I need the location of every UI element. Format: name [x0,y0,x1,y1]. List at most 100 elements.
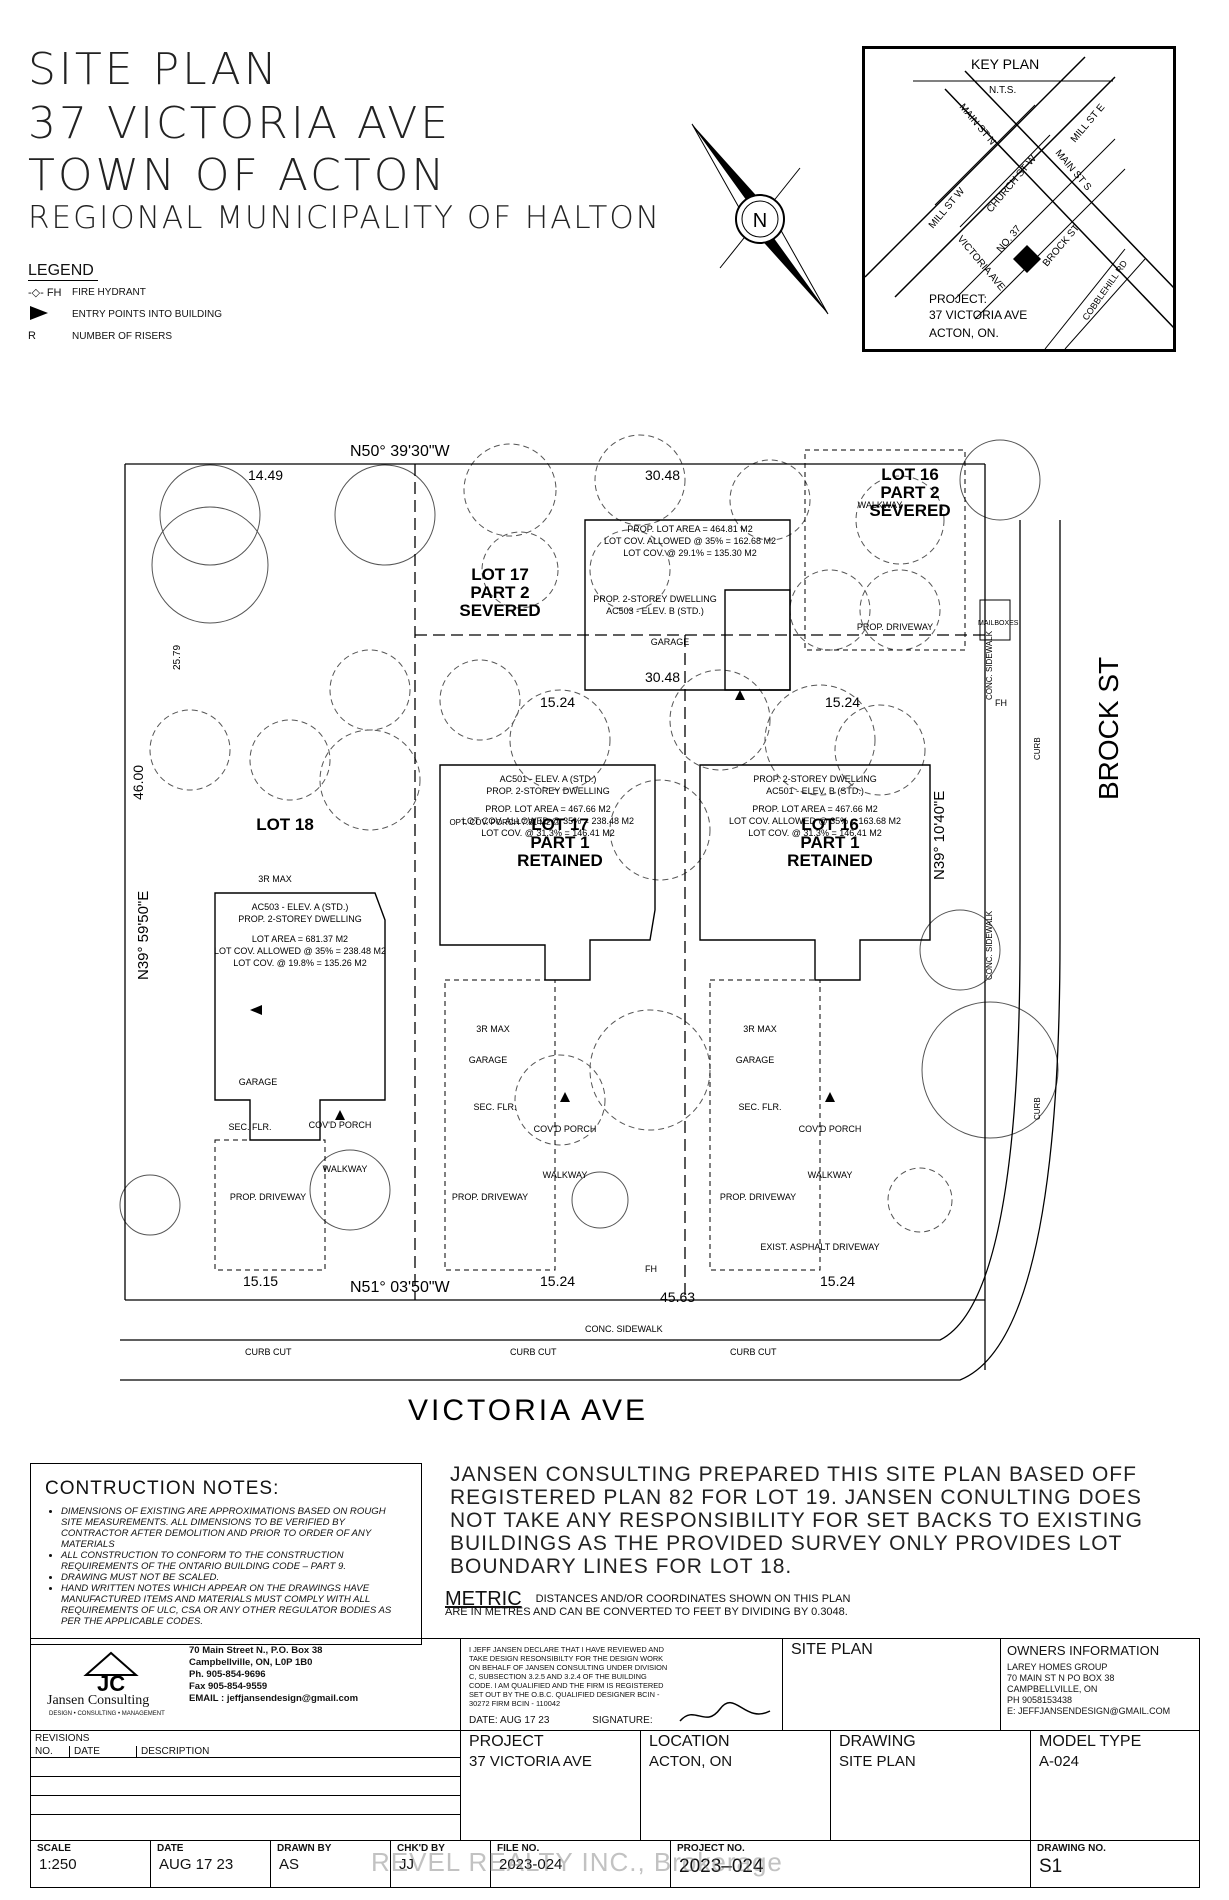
firm-address: Campbellville, ON, L0P 1B0 [189,1657,313,1668]
entry-arrow-icon [560,1092,570,1102]
title-line-3: TOWN OF ACTON [28,150,448,201]
scale-label: SCALE [37,1843,71,1854]
drawing-cell: DRAWING SITE PLAN [831,1731,1031,1841]
drawing-label: DRAWING [839,1733,916,1750]
garage-label: GARAGE [239,1077,278,1087]
legend-heading: LEGEND [28,262,98,281]
lot-label: SEVERED [459,601,540,620]
chkd-label: CHK'D BY [397,1843,445,1854]
key-plan-scale: N.T.S. [989,85,1016,96]
building-cov: LOT COV. @ 29.1% = 135.30 M2 [623,548,756,558]
notes-heading: CONTRUCTION NOTES: [45,1478,280,1499]
model-value: A-024 [1039,1753,1080,1770]
key-plan: KEY PLAN N.T.S. MAIN ST N MILL ST E MILL… [862,46,1176,352]
scale-value: 1:250 [39,1856,77,1873]
lot-label: LOT 18 [256,815,314,834]
street-label: MILL ST E [1069,102,1108,145]
drawn-value: AS [279,1856,300,1873]
metric-text: DISTANCES AND/OR COORDINATES SHOWN ON TH… [445,1593,851,1618]
location-label: LOCATION [649,1733,730,1750]
disclaimer: JANSEN CONSULTING PREPARED THIS SITE PLA… [450,1463,1143,1578]
signature-label: SIGNATURE: [592,1715,653,1726]
revisions-cell: REVISIONS NO. DATE DESCRIPTION [31,1731,461,1841]
rev-col-date: DATE [70,1746,137,1757]
drawing-value: SITE PLAN [839,1753,916,1770]
firm-logo-icon: JC [83,1651,139,1695]
date-value: AUG 17 23 [499,1715,550,1726]
walkway-label: WALKWAY [543,1170,588,1180]
title-block: JC Jansen Consulting DESIGN • CONSULTING… [30,1638,1200,1888]
legend-item: R NUMBER OF RISERS [28,325,222,347]
owner-line: LAREY HOMES GROUP [1007,1662,1108,1672]
curb-cut-label: CURB CUT [730,1347,777,1357]
porch-label: COV'D PORCH [534,1124,597,1134]
dim-bot-left: 15.15 [243,1273,278,1289]
title-line-2: 37 VICTORIA AVE [28,98,452,149]
date-label: DATE: [469,1715,498,1726]
building-model: PROP. 2-STOREY DWELLING [753,774,877,784]
curb-cut-label: CURB CUT [510,1347,557,1357]
metric-note: METRIC DISTANCES AND/OR COORDINATES SHOW… [445,1589,875,1619]
walkway-label: WALKWAY [858,500,903,510]
drawno-label: DRAWING NO. [1037,1843,1106,1854]
legend-item: ENTRY POINTS INTO BUILDING [28,303,222,325]
location-value: ACTON, ON [649,1753,733,1770]
firm-cell: JC Jansen Consulting DESIGN • CONSULTING… [31,1639,461,1731]
date2-value: AUG 17 23 [159,1856,234,1873]
lot-label: PART 1 [800,833,859,852]
owners-heading: OWNERS INFORMATION [1007,1643,1160,1658]
file-cell: FILE NO. 2023-024 [491,1841,671,1887]
model-label: MODEL TYPE [1039,1733,1142,1750]
firm-name: Jansen Consulting [47,1693,150,1708]
lot-label: PART 2 [470,583,529,602]
building-type: AC501 - ELEV. B (STD.) [766,786,864,796]
dim-top-left: 14.49 [248,467,283,483]
walkway-label: WALKWAY [808,1170,853,1180]
project-value: 37 VICTORIA AVE [469,1753,592,1770]
firm-fax: Fax 905-854-9559 [189,1681,268,1692]
owner-line: PH 9058153438 [1007,1695,1073,1705]
dim-bot-total: 45.63 [660,1289,695,1305]
driveway-label: PROP. DRIVEWAY [720,1192,796,1202]
file-label: FILE NO. [497,1843,540,1854]
sec-flr-label: SEC. FLR. [228,1122,271,1132]
curb-cut-label: CURB CUT [245,1347,292,1357]
entry-arrow-icon [335,1110,345,1120]
building-allowed: LOT COV. ALLOWED @ 35% = 238.48 M2 [462,816,634,826]
dim-bot-right: 15.24 [820,1273,855,1289]
drawn-label: DRAWN BY [277,1843,332,1854]
building-allowed: LOT COV. ALLOWED @ 35% = 238.48 M2 [214,946,386,956]
file-value: 2023-024 [499,1856,563,1873]
title-line-1: SITE PLAN [28,44,280,95]
garage-label: GARAGE [469,1055,508,1065]
sidewalk-label: CONC. SIDEWALK [585,1324,663,1334]
owners-cell: OWNERS INFORMATION LAREY HOMES GROUP 70 … [1001,1639,1199,1731]
project-cell: PROJECT 37 VICTORIA AVE [461,1731,641,1841]
building-type: PROP. 2-STOREY DWELLING [238,914,362,924]
building-area: LOT AREA = 681.37 M2 [252,934,348,944]
svg-text:JC: JC [97,1671,125,1695]
note-item: DRAWING MUST NOT BE SCALED. [61,1572,409,1583]
rev-col-no: NO. [31,1746,70,1757]
rev-col-description: DESCRIPTION [141,1746,210,1757]
legend-label: FIRE HYDRANT [72,286,146,298]
curb-label: CURB [1033,737,1042,760]
walkway-label: WALKWAY [323,1164,368,1174]
risers-label: 3R MAX [743,1024,777,1034]
street-label: NO. 37 [995,223,1024,255]
dim-left-depth: 46.00 [130,765,146,800]
key-plan-project-city: ACTON, ON. [929,326,999,340]
firm-email: EMAIL : jeffjansendesign@gmail.com [189,1693,359,1704]
sec-flr-label: SEC. FLR. [738,1102,781,1112]
site-plan: N50° 39'30"W N51° 03'50"W N39° 59'50"E N… [119,434,1124,1427]
project-label: PROJECT [469,1733,544,1750]
building-allowed: LOT COV. ALLOWED @ 35% = 162.68 M2 [604,536,776,546]
compass-letter: N [753,210,767,232]
dim-mid-left: 15.24 [540,694,575,710]
sidewalk-label: CONC. SIDEWALK [985,910,994,980]
building-area: PROP. LOT AREA = 464.81 M2 [627,524,753,534]
date-cell: DATE AUG 17 23 [151,1841,271,1887]
entry-arrow-icon [28,305,72,324]
legend: LEGEND -◇- FH FIRE HYDRANT ENTRY POINTS … [28,262,222,347]
project-no-cell: PROJECT NO. 2023–024 [671,1841,1031,1887]
